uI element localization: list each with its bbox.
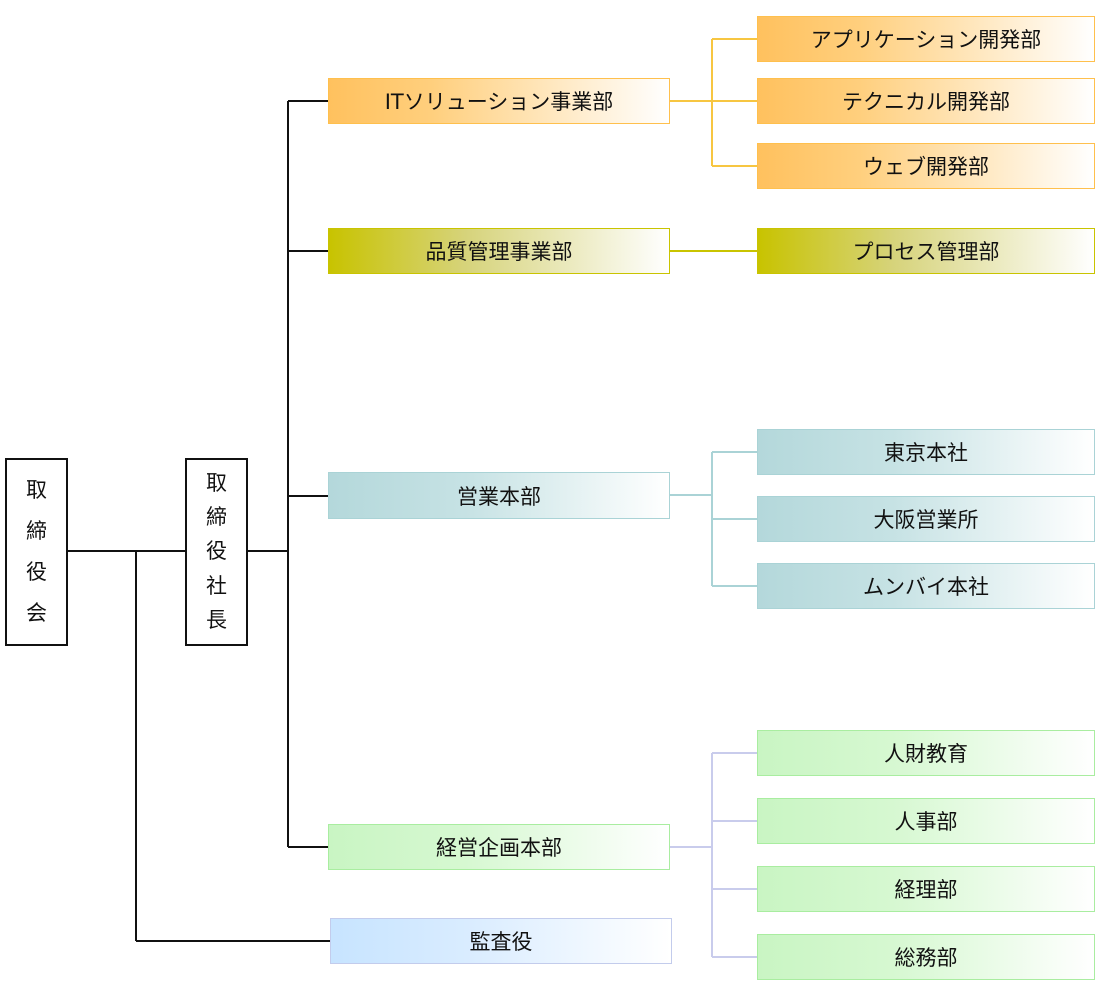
president-char: 締 xyxy=(206,505,227,530)
auditor: 監査役 xyxy=(330,918,672,964)
dept-label: 東京本社 xyxy=(884,441,968,465)
dept-label: 経理部 xyxy=(894,878,958,902)
board-char: 役 xyxy=(26,560,47,584)
division-label: ITソリューション事業部 xyxy=(384,90,614,114)
general-affairs-dept: 総務部 xyxy=(757,934,1095,980)
dept-label: テクニカル開発部 xyxy=(842,90,1010,114)
application-dev-dept: アプリケーション開発部 xyxy=(757,16,1095,62)
president-char: 役 xyxy=(206,539,227,564)
dept-label: プロセス管理部 xyxy=(852,240,1000,264)
dept-label: 人財教育 xyxy=(884,742,968,766)
division-label: 経営企画本部 xyxy=(436,836,562,860)
president-char: 社 xyxy=(206,573,227,598)
division-label: 営業本部 xyxy=(457,484,541,509)
process-management-dept: プロセス管理部 xyxy=(757,228,1095,274)
president-char: 取 xyxy=(206,471,227,496)
dept-label: 総務部 xyxy=(894,946,958,970)
dept-label: アプリケーション開発部 xyxy=(810,28,1042,52)
mumbai-head-office: ムンバイ本社 xyxy=(757,563,1095,609)
board-char: 会 xyxy=(26,601,47,625)
technical-dev-dept: テクニカル開発部 xyxy=(757,78,1095,124)
president-char: 長 xyxy=(206,607,227,632)
dept-label: ウェブ開発部 xyxy=(863,155,989,179)
division-label: 品質管理事業部 xyxy=(425,240,573,264)
management-planning-headquarters: 経営企画本部 xyxy=(328,824,670,870)
dept-label: ムンバイ本社 xyxy=(863,575,989,599)
president-box: 取 締 役 社 長 xyxy=(185,458,248,646)
board-char: 取 xyxy=(26,478,47,502)
tokyo-head-office: 東京本社 xyxy=(757,429,1095,475)
hr-dept: 人事部 xyxy=(757,798,1095,844)
osaka-sales-office: 大阪営業所 xyxy=(757,496,1095,542)
dept-label: 人事部 xyxy=(894,810,958,834)
web-dev-dept: ウェブ開発部 xyxy=(757,143,1095,189)
dept-label: 大阪営業所 xyxy=(873,508,979,532)
board-of-directors-box: 取 締 役 会 xyxy=(5,458,68,646)
quality-management-division: 品質管理事業部 xyxy=(328,228,670,274)
board-char: 締 xyxy=(26,519,47,543)
accounting-dept: 経理部 xyxy=(757,866,1095,912)
division-label: 監査役 xyxy=(469,930,533,954)
it-solutions-division: ITソリューション事業部 xyxy=(328,78,670,124)
sales-headquarters: 営業本部 xyxy=(328,472,670,519)
talent-education-dept: 人財教育 xyxy=(757,730,1095,776)
